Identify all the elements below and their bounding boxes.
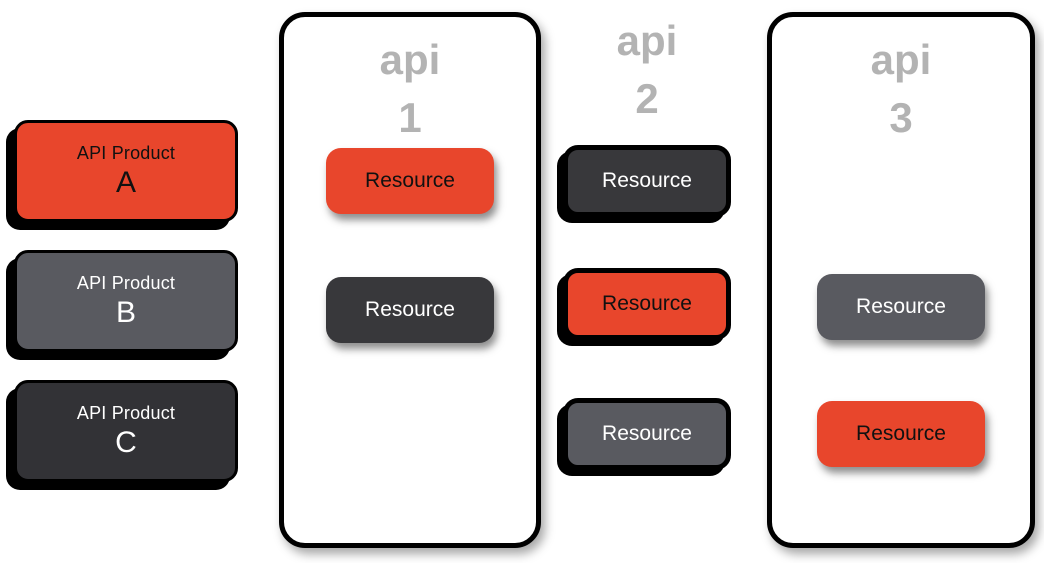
api-1-header: api 1 bbox=[284, 17, 536, 147]
api-2-resource-3: Resource bbox=[563, 398, 731, 470]
api-1-container: api 1 Resource Resource bbox=[279, 12, 541, 548]
api-product-b-letter: B bbox=[115, 295, 136, 329]
api-1-resource-2: Resource bbox=[326, 277, 494, 343]
api-2-label: api bbox=[616, 17, 678, 64]
api-2-header: api 2 bbox=[563, 12, 731, 128]
api-1-resource-1: Resource bbox=[326, 148, 494, 214]
api-2-resource-1-label: Resource bbox=[602, 169, 692, 192]
api-3-resource-1-label: Resource bbox=[856, 295, 946, 318]
api-product-c-box: API Product C bbox=[14, 380, 238, 482]
api-product-b-box: API Product B bbox=[14, 250, 238, 352]
api-2-resource-2-label: Resource bbox=[602, 292, 692, 315]
api-3-header: api 3 bbox=[772, 17, 1030, 147]
api-product-c-letter: C bbox=[115, 425, 137, 459]
api-1-resource-2-label: Resource bbox=[365, 298, 455, 321]
api-product-a-label: API Product bbox=[76, 142, 176, 163]
api-3-resource-1: Resource bbox=[817, 274, 985, 340]
api-1-label: api bbox=[379, 36, 441, 83]
api-3-resource-2-label: Resource bbox=[856, 422, 946, 445]
api-3-label: api bbox=[870, 36, 932, 83]
api-2-resource-1: Resource bbox=[563, 145, 731, 217]
api-product-c-label: API Product bbox=[76, 402, 176, 423]
api-3-container: api 3 Resource Resource bbox=[767, 12, 1035, 548]
api-product-a-box: API Product A bbox=[14, 120, 238, 222]
api-2-resource-3-label: Resource bbox=[602, 422, 692, 445]
api-2-number: 2 bbox=[635, 75, 659, 122]
api-1-resource-1-label: Resource bbox=[365, 169, 455, 192]
api-1-number: 1 bbox=[398, 94, 422, 141]
api-3-number: 3 bbox=[889, 94, 913, 141]
api-product-b-label: API Product bbox=[76, 272, 176, 293]
api-2-resource-2: Resource bbox=[563, 268, 731, 340]
api-product-a-letter: A bbox=[115, 165, 136, 199]
api-3-resource-2: Resource bbox=[817, 401, 985, 467]
